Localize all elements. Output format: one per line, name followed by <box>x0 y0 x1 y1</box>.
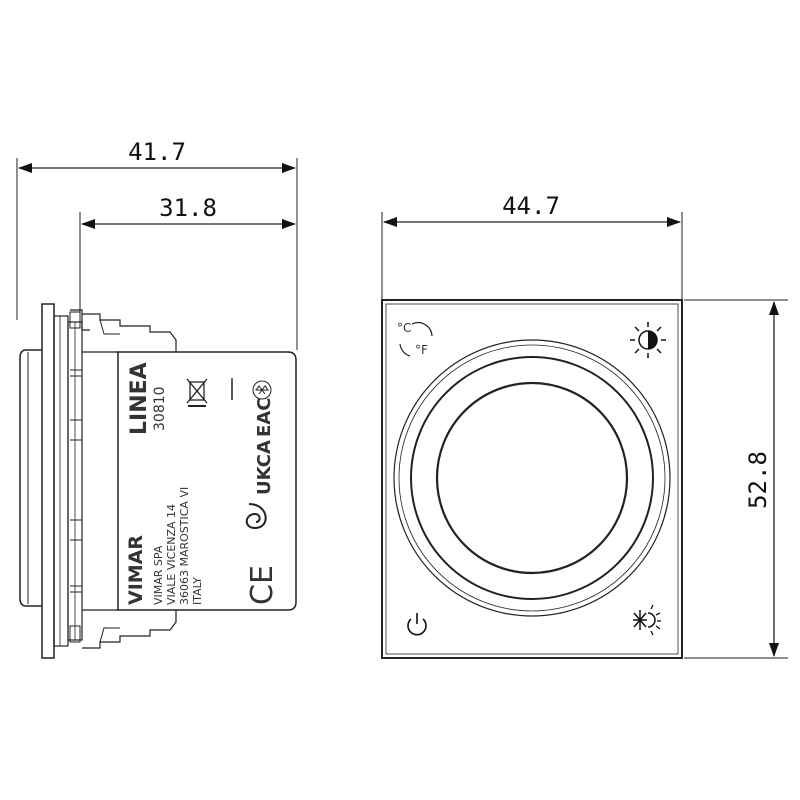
dimension-41-7: 41.7 <box>128 138 186 166</box>
dimension-side-body: 31.8 <box>79 194 296 320</box>
ukca-mark: UKCA <box>254 440 275 495</box>
heat-cool-icon <box>633 604 661 636</box>
side-view: 41.7 31.8 <box>16 138 298 659</box>
brightness-icon <box>630 322 666 358</box>
dimension-52-8: 52.8 <box>744 451 772 509</box>
body-label: VIMAR VIMAR SPA VIALE VICENZA 14 36063 M… <box>125 362 280 605</box>
dimension-front-height: 52.8 <box>684 299 788 659</box>
series-text: LINEA <box>127 362 152 435</box>
dimension-side-total: 41.7 <box>16 138 298 350</box>
front-view: 44.7 52.8 °C °F <box>381 192 788 659</box>
celsius-label: °C <box>397 321 411 335</box>
dial-ring <box>410 356 654 600</box>
company-line-3: 36063 MAROSTICA VI <box>178 487 191 605</box>
dimension-31-8: 31.8 <box>159 194 217 222</box>
center-button <box>435 381 629 575</box>
celsius-fahrenheit-icon: °C °F <box>397 321 433 357</box>
ce-mark: CE <box>245 565 280 605</box>
company-line-4: ITALY <box>191 577 204 605</box>
cover-plate <box>41 303 55 659</box>
bluetooth-icon <box>252 380 272 400</box>
front-plate <box>381 299 683 659</box>
company-line-1: VIMAR SPA <box>152 545 165 605</box>
module-body <box>117 351 297 611</box>
product-code: 30810 <box>152 386 168 431</box>
company-line-2: VIALE VICENZA 14 <box>165 504 178 605</box>
brand-text: VIMAR <box>125 535 147 605</box>
outer-ring <box>393 339 671 617</box>
fahrenheit-label: °F <box>415 343 428 357</box>
weee-bin-icon <box>186 378 208 407</box>
power-icon <box>407 613 427 636</box>
knob-profile <box>19 349 42 607</box>
eac-mark: EAC <box>254 398 275 437</box>
dimension-44-7: 44.7 <box>502 192 560 220</box>
recycling-symbol <box>245 503 267 530</box>
dimension-front-width: 44.7 <box>381 192 683 300</box>
